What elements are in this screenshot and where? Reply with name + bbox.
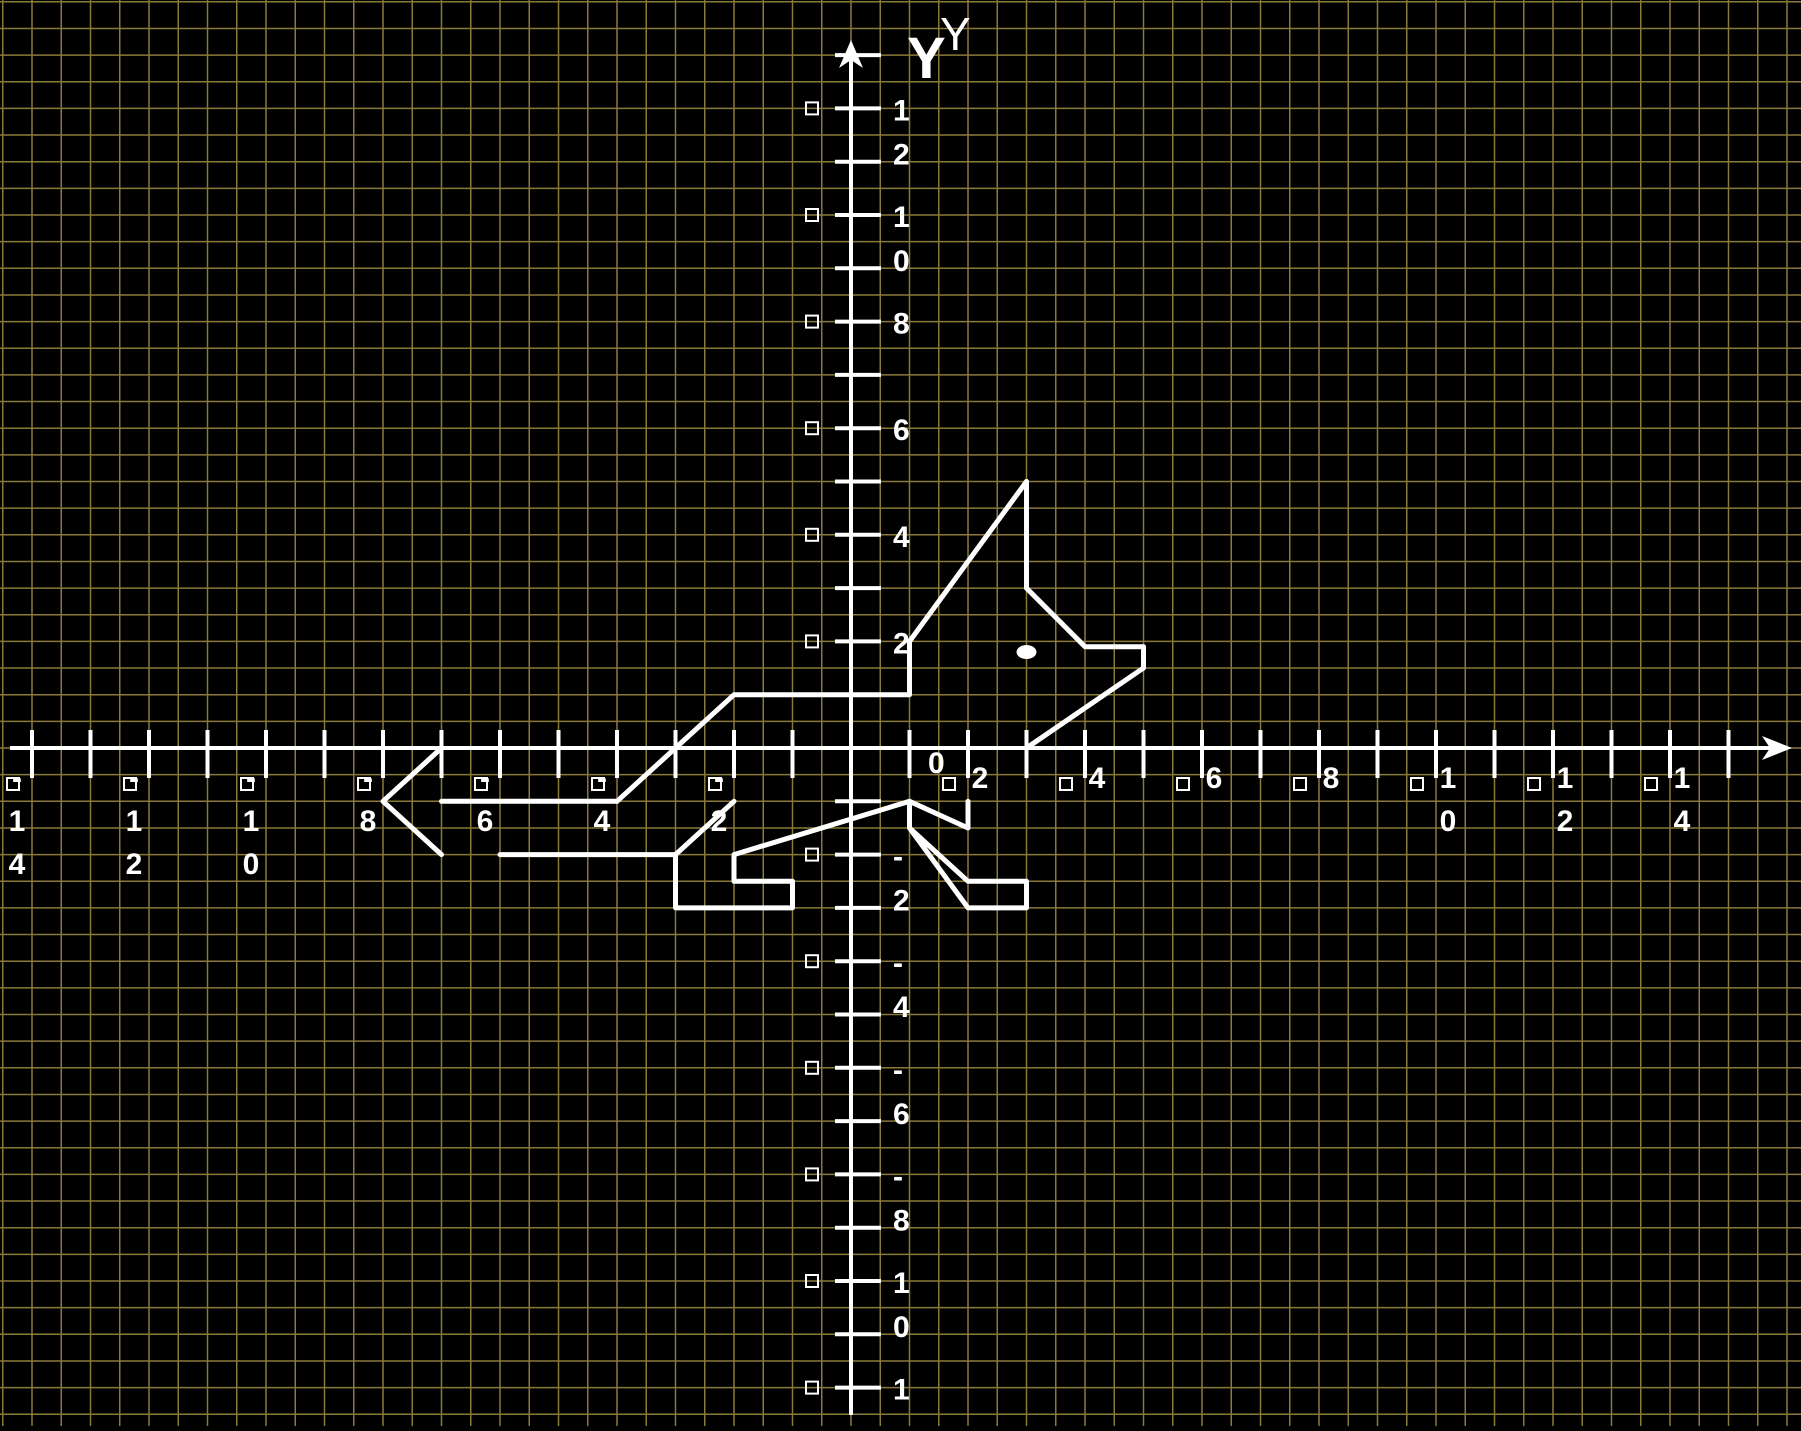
- x-tick-label: 1: [1674, 762, 1691, 795]
- x-tick-label: 4: [1674, 805, 1691, 838]
- y-tick-label: 0: [893, 1311, 910, 1344]
- y-tick-label: 8: [893, 308, 910, 341]
- tick-marker-icon: [943, 778, 955, 790]
- y-tick-label: 1: [893, 1374, 910, 1407]
- x-tick-label: 0: [1440, 805, 1457, 838]
- tick-marker-icon: [1411, 778, 1423, 790]
- y-axis-title-thin: Y: [940, 8, 971, 60]
- tick-marker-icon: [1528, 778, 1540, 790]
- y-tick-label: 2: [893, 885, 910, 918]
- x-tick-label: 1: [9, 805, 26, 838]
- x-tick-label: 1: [1557, 762, 1574, 795]
- y-tick-label: 6: [893, 1098, 910, 1131]
- tick-marker-icon: [1177, 778, 1189, 790]
- x-tick-label: 6: [1206, 762, 1223, 795]
- x-tick-label: 4: [1089, 762, 1106, 795]
- y-tick-label: 6: [893, 414, 910, 447]
- x-tick-label: 0: [243, 848, 260, 881]
- y-tick-label: 1: [893, 1267, 910, 1300]
- y-tick-label: 2: [893, 138, 910, 171]
- y-tick-label: 4: [893, 991, 910, 1024]
- y-tick-label: 0: [893, 245, 910, 278]
- y-tick-label: 1: [893, 201, 910, 234]
- tick-marker-icon: [1645, 778, 1657, 790]
- y-tick-label: -: [893, 947, 903, 980]
- x-tick-label: 8: [1323, 762, 1340, 795]
- x-tick-label: 4: [9, 848, 26, 881]
- y-tick-label: -: [893, 1054, 903, 1087]
- y-tick-label: 8: [893, 1204, 910, 1237]
- origin-label: 0: [928, 747, 945, 780]
- x-tick-label: 2: [972, 762, 989, 795]
- x-tick-label: 1: [1440, 762, 1457, 795]
- eye-dot: [1017, 645, 1037, 659]
- x-tick-label: 8: [360, 805, 377, 838]
- x-tick-label: 4: [594, 805, 611, 838]
- y-tick-label: 4: [893, 521, 910, 554]
- y-tick-label: -: [893, 841, 903, 874]
- x-tick-label: 1: [243, 805, 260, 838]
- y-tick-label: 1: [893, 94, 910, 127]
- x-tick-label: 1: [126, 805, 143, 838]
- y-tick-label: -: [893, 1160, 903, 1193]
- x-tick-label: 2: [1557, 805, 1574, 838]
- tick-marker-icon: [1060, 778, 1072, 790]
- tick-marker-icon: [1294, 778, 1306, 790]
- x-tick-label: 2: [126, 848, 143, 881]
- x-tick-label: 6: [477, 805, 494, 838]
